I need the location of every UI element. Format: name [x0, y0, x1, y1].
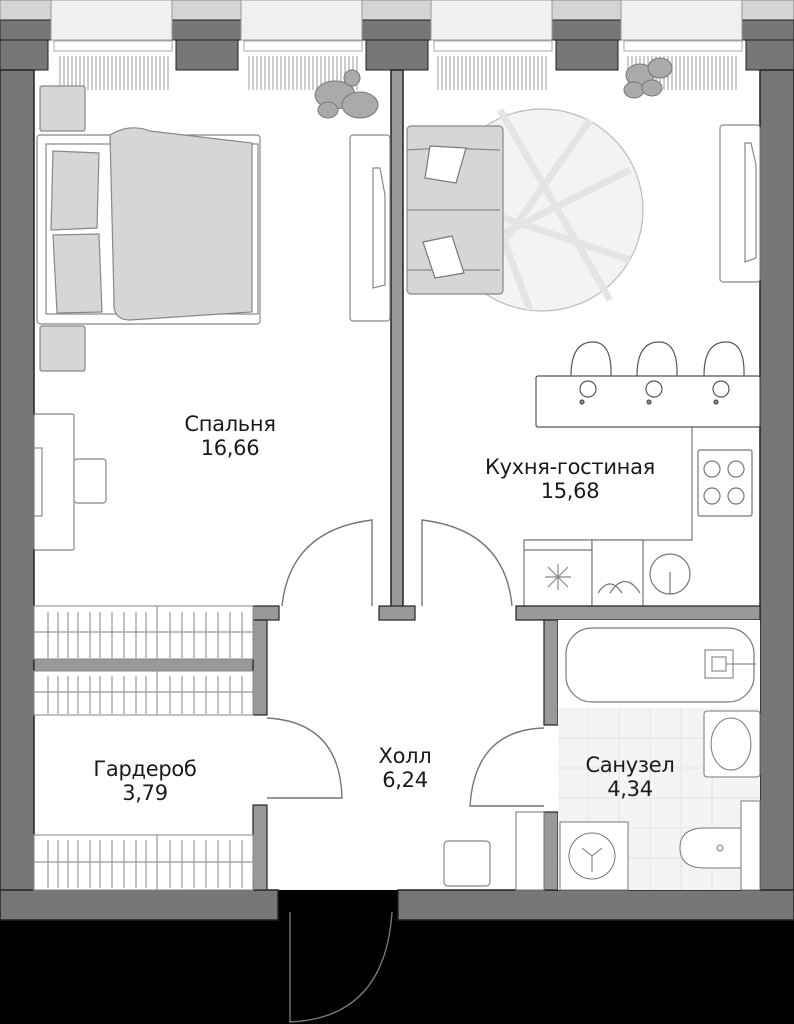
bathtub: [565, 627, 755, 703]
plant-bedroom: [314, 69, 379, 119]
toilet: [679, 827, 742, 869]
dining-bar: [535, 341, 761, 428]
tv-living: [744, 142, 757, 263]
door-bedroom: [281, 519, 373, 607]
living-furniture: [406, 108, 761, 312]
room-name: Санузел: [585, 753, 675, 777]
door-bathroom: [469, 727, 545, 807]
room-label-kitchen-living: Кухня-гостиная 15,68: [450, 455, 690, 503]
window-4: [620, 0, 743, 41]
window-2: [240, 0, 363, 41]
room-name: Кухня-гостиная: [484, 455, 656, 479]
nightstand-top: [39, 85, 86, 132]
windows: [0, 0, 794, 71]
room-name: Холл: [378, 744, 432, 768]
room-name: Гардероб: [93, 757, 197, 781]
cushion-1: [424, 145, 467, 184]
cushion-2: [422, 235, 465, 279]
room-label-wardrobe: Гардероб 3,79: [65, 757, 225, 805]
room-label-bedroom: Спальня 16,66: [150, 412, 310, 460]
room-area: 3,79: [122, 781, 168, 805]
room-name: Спальня: [184, 412, 276, 436]
room-area: 4,34: [607, 777, 653, 801]
kitchen-units: [523, 427, 753, 607]
outer-walls: [0, 69, 794, 921]
room-area: 16,66: [200, 436, 260, 460]
hall-pouf: [443, 840, 491, 887]
room-area: 6,24: [382, 768, 428, 792]
room-label-bathroom: Санузел 4,34: [560, 753, 700, 801]
room-area: 15,68: [540, 479, 600, 503]
door-wardrobe: [266, 717, 343, 799]
room-label-hall: Холл 6,24: [350, 744, 460, 792]
window-1: [50, 0, 173, 41]
bathroom: [558, 620, 761, 891]
cooktop: [697, 449, 753, 517]
blanket: [109, 127, 253, 321]
pillow-2: [52, 233, 103, 314]
window-3: [430, 0, 553, 41]
door-entrance: [289, 911, 393, 1023]
shoe-cabinet: [515, 811, 545, 891]
hall-furniture: [443, 811, 545, 891]
plant-living: [623, 57, 673, 99]
dishwasher: [591, 539, 644, 607]
nightstand-bottom: [39, 325, 86, 372]
kitchen-wall: [515, 605, 761, 621]
wardrobe-racks: [33, 605, 254, 891]
doors: [266, 519, 545, 1023]
door-living: [421, 519, 513, 607]
bedroom-furniture: [33, 85, 391, 551]
pillow-1: [50, 150, 100, 231]
desk-chair: [73, 458, 107, 504]
tv-bedroom: [372, 167, 386, 289]
